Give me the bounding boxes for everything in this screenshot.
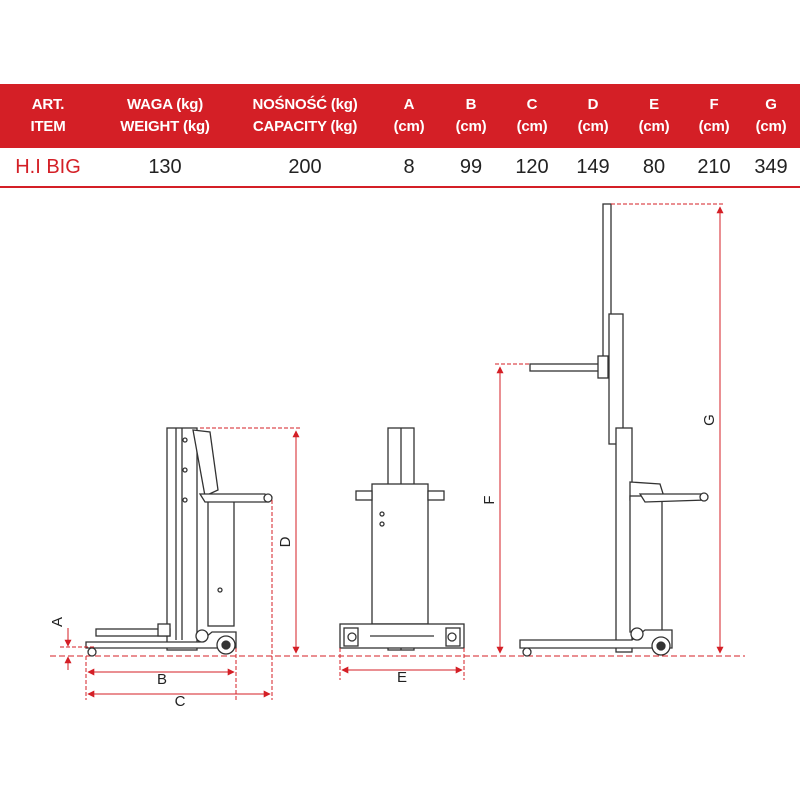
header-d: D(cm) (577, 96, 609, 135)
front-view (339, 427, 465, 651)
cell-weight: 130 (148, 156, 182, 178)
header-capacity: NOŚNOŚĆ (kg)CAPACITY (kg) (252, 96, 358, 135)
header-c: C(cm) (516, 96, 548, 135)
cell-e: 80 (642, 156, 666, 178)
dim-label-d: D (277, 536, 294, 547)
dim-label-e: E (397, 669, 407, 686)
header-b: B(cm) (455, 96, 487, 135)
cell-f: 210 (697, 156, 731, 178)
cell-a: 8 (403, 156, 415, 178)
dim-label-g: G (701, 414, 718, 426)
cell-capacity: 200 (288, 156, 322, 178)
dim-label-b: B (157, 671, 167, 688)
dim-label-c: C (175, 693, 186, 710)
spec-table-header: ART.ITEM WAGA (kg)WEIGHT (kg) NOŚNOŚĆ (k… (0, 84, 800, 148)
dim-label-f: F (481, 495, 498, 504)
header-weight: WAGA (kg)WEIGHT (kg) (120, 96, 210, 135)
extended-view (519, 203, 709, 657)
dimension-lines (60, 203, 725, 700)
table-divider (0, 186, 800, 188)
table-row: H.I BIG 130 200 8 99 120 149 80 210 349 (0, 150, 800, 186)
header-a: A(cm) (393, 96, 425, 135)
cell-b: 99 (459, 156, 483, 178)
cell-c: 120 (515, 156, 549, 178)
header-f: F(cm) (698, 96, 730, 135)
header-art-item: ART.ITEM (30, 96, 66, 135)
header-g: G(cm) (755, 96, 787, 135)
header-e: E(cm) (638, 96, 670, 135)
cell-g: 349 (754, 156, 788, 178)
side-view (85, 427, 273, 657)
cell-item: H.I BIG (15, 156, 81, 178)
cell-d: 149 (576, 156, 610, 178)
dim-label-a: A (49, 617, 66, 627)
